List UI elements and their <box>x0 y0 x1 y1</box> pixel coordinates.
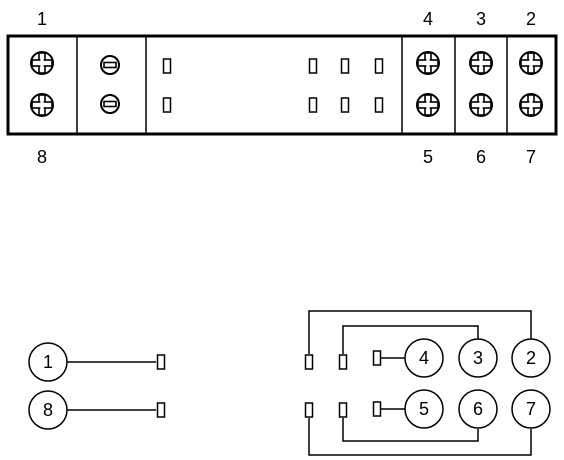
contact-pin-icon <box>162 97 172 113</box>
terminal-circle <box>404 338 444 378</box>
terminal-circle-label: 3 <box>473 348 483 368</box>
contact-pin-icon <box>304 402 314 418</box>
contact-pin-icon <box>372 350 382 366</box>
contact-pin-icon <box>156 402 166 418</box>
screw-terminal-3-icon <box>469 51 493 75</box>
terminal-circle-label: 2 <box>526 348 536 368</box>
terminal-label: 2 <box>526 9 536 29</box>
terminal-circle <box>458 338 498 378</box>
screw-terminal-4-icon <box>416 51 440 75</box>
wire <box>342 418 479 442</box>
terminal-circle <box>458 389 498 429</box>
contact-pin-icon <box>338 402 348 418</box>
screw-terminal-2-icon <box>519 51 543 75</box>
terminal-circle-label: 5 <box>419 399 429 419</box>
terminal-circle <box>28 342 68 382</box>
screw-terminal-5-icon <box>416 93 440 117</box>
terminal-strip: 1 4 3 2 8 5 6 7 <box>6 9 558 167</box>
screw-terminal-6-icon <box>469 93 493 117</box>
terminal-circle <box>404 389 444 429</box>
terminal-circle <box>28 390 68 430</box>
terminal-label: 5 <box>423 147 433 167</box>
terminal-circle-label: 4 <box>419 348 429 368</box>
terminal-label: 4 <box>423 9 433 29</box>
contact-pin-icon <box>340 97 350 113</box>
terminal-label: 3 <box>476 9 486 29</box>
terminal-label: 1 <box>37 9 47 29</box>
contact-pin-icon <box>156 354 166 370</box>
terminal-label: 8 <box>37 147 47 167</box>
terminal-circle <box>511 338 551 378</box>
screw-terminal-7-icon <box>519 93 543 117</box>
strip-outline <box>6 34 558 136</box>
contact-pin-icon <box>340 58 350 74</box>
terminal-circle-label: 6 <box>473 399 483 419</box>
contact-pin-icon <box>304 354 314 370</box>
wiring-schematic: 1 8 4 3 2 5 6 7 <box>28 310 551 456</box>
screw-terminal-1-icon <box>30 51 54 75</box>
terminal-label: 6 <box>476 147 486 167</box>
wire <box>342 325 479 354</box>
terminal-circle <box>511 389 551 429</box>
contact-pin-icon <box>308 58 318 74</box>
contact-pin-icon <box>308 97 318 113</box>
contact-pin-icon <box>374 58 384 74</box>
terminal-circle-label: 7 <box>526 399 536 419</box>
contact-pin-icon <box>372 401 382 417</box>
contact-pin-icon <box>162 58 172 74</box>
contact-pin-icon <box>374 97 384 113</box>
screw-terminal-8-icon <box>30 93 54 117</box>
terminal-label: 7 <box>526 147 536 167</box>
contact-pin-icon <box>338 354 348 370</box>
terminal-circle-label: 8 <box>43 400 53 420</box>
wire <box>308 310 532 354</box>
wire <box>308 418 532 456</box>
adjust-screw-icon <box>100 94 120 114</box>
adjust-screw-icon <box>100 55 120 75</box>
terminal-circle-label: 1 <box>43 352 53 372</box>
